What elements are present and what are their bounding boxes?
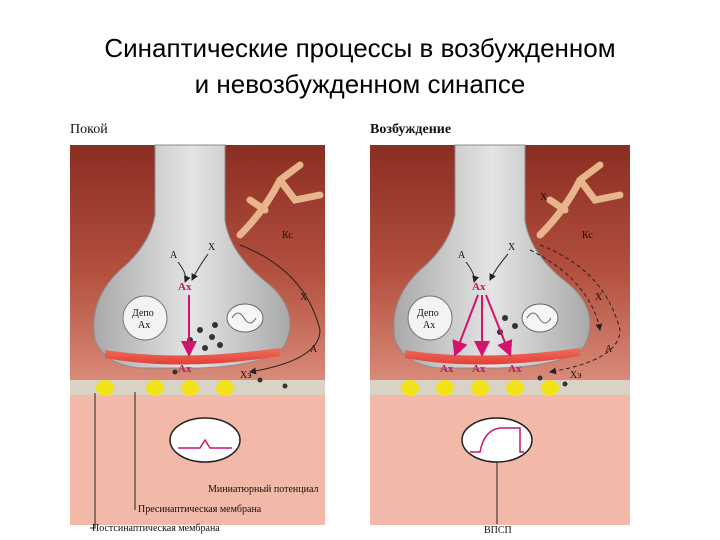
panel-excite: Возбуждение Кс Депо Ах А Х Ах Х Х Ах Ах <box>370 122 630 536</box>
label-a-bottom: А <box>310 344 318 355</box>
depot-label-1: Депо <box>132 308 154 319</box>
label-ax-cleft-3: Ах <box>508 363 522 375</box>
label-a-top: А <box>458 250 466 261</box>
label-ax-center: Ах <box>472 281 486 293</box>
oscilloscope-excite <box>462 418 532 462</box>
label-ax-cleft: Ах <box>178 363 192 375</box>
label-ax-center: Ах <box>178 281 192 293</box>
caption-presynaptic: Пресинаптическая мембрана <box>138 504 262 515</box>
label-x-top: Х <box>208 242 216 253</box>
panel-excite-heading: Возбуждение <box>370 122 451 137</box>
nerve-label: Кс <box>582 230 593 241</box>
depot-label-2: Ах <box>138 320 150 331</box>
label-xe: Хэ <box>240 370 252 381</box>
caption-postsynaptic: Постсинаптическая мембрана <box>92 523 220 534</box>
caption-miniature: Миниатюрный потенциал <box>208 484 319 495</box>
label-ax-cleft-2: Ах <box>472 363 486 375</box>
label-x-side: Х <box>595 292 603 303</box>
depot-label-1: Депо <box>417 308 439 319</box>
label-a-bottom: А <box>605 344 613 355</box>
label-ax-cleft-1: Ах <box>440 363 454 375</box>
label-xe: Хэ <box>570 370 582 381</box>
label-x-mid: Х <box>540 192 548 203</box>
panel-rest: Покой Кс Депо Ах А Х Ах Х А <box>70 122 325 534</box>
caption-epsp: ВПСП <box>484 525 512 536</box>
depot-label-2: Ах <box>423 320 435 331</box>
nerve-label: Кс <box>282 230 293 241</box>
panel-rest-heading: Покой <box>70 122 108 137</box>
label-a-top: А <box>170 250 178 261</box>
label-x-top: Х <box>508 242 516 253</box>
